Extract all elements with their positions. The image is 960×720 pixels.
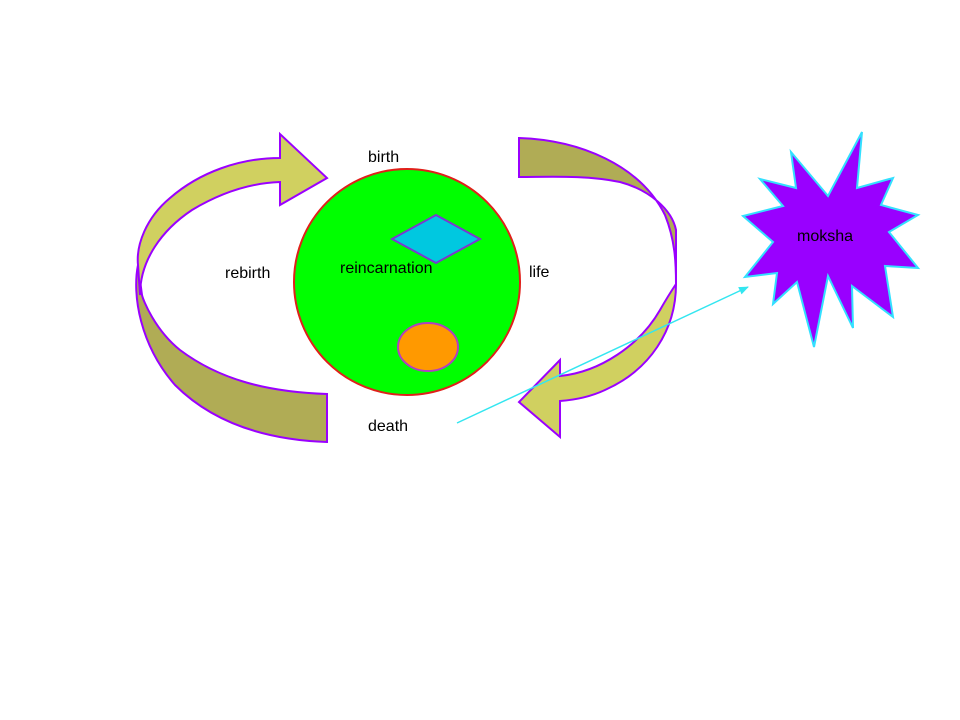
- reincarnation-label: reincarnation: [340, 260, 433, 277]
- right-curved-arrow: [517, 136, 678, 440]
- right-arrow-bottom-band: [517, 280, 678, 440]
- rebirth-label: rebirth: [225, 265, 271, 282]
- right-arrow-side-band: [518, 136, 677, 285]
- orange-oval: [397, 322, 459, 372]
- moksha-star: [740, 131, 921, 348]
- death-label: death: [368, 418, 409, 435]
- left-curved-arrow: [135, 131, 329, 444]
- birth-label: birth: [368, 149, 400, 166]
- diamond-shape: [389, 213, 483, 265]
- left-arrow-top-band: [136, 131, 329, 296]
- left-arrow-side-band: [135, 264, 328, 444]
- reincarnation-circle: [293, 168, 521, 396]
- moksha-label: moksha: [797, 228, 854, 245]
- connector-arrow: [456, 286, 749, 424]
- life-label: life: [529, 264, 550, 281]
